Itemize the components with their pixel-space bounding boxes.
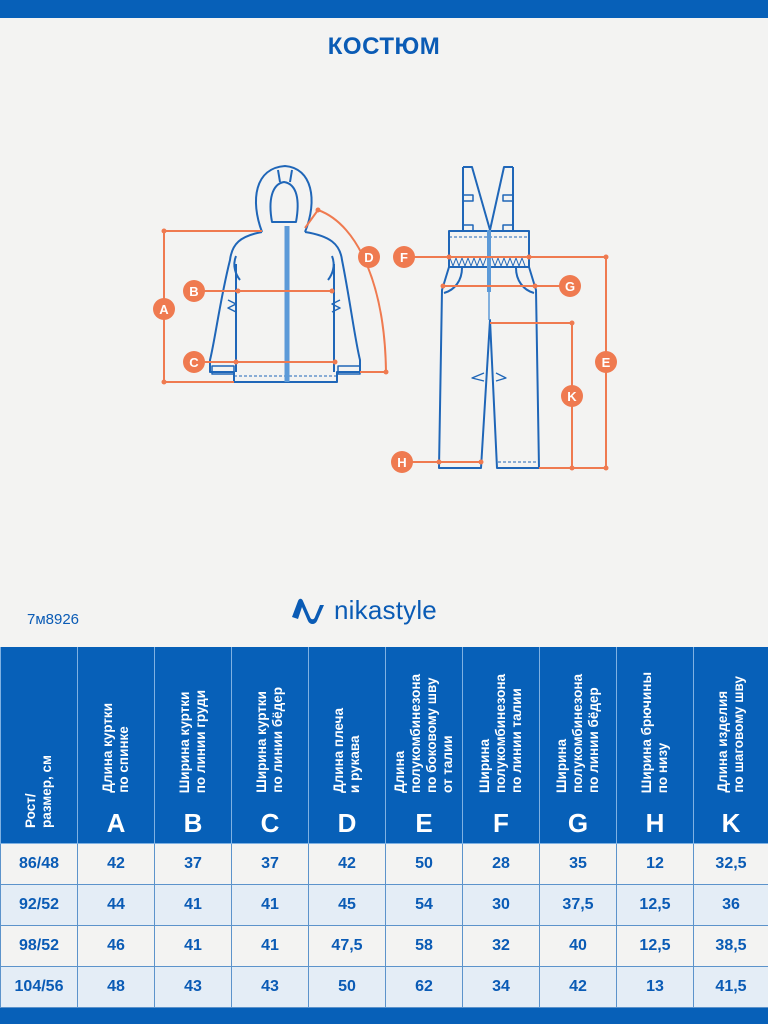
value-cell: 32,5 bbox=[693, 842, 768, 885]
svg-text:H: H bbox=[397, 455, 406, 470]
value-cell: 46 bbox=[77, 924, 155, 967]
value-cell: 41 bbox=[154, 883, 232, 926]
nikastyle-logo-icon bbox=[292, 598, 324, 624]
value-cell: 42 bbox=[539, 965, 617, 1008]
value-cell: 12,5 bbox=[616, 924, 694, 967]
size-cell: 92/52 bbox=[0, 883, 78, 926]
svg-text:D: D bbox=[364, 250, 373, 265]
value-cell: 43 bbox=[231, 965, 309, 1008]
value-cell: 58 bbox=[385, 924, 463, 967]
value-cell: 40 bbox=[539, 924, 617, 967]
value-cell: 45 bbox=[308, 883, 386, 926]
size-cell: 86/48 bbox=[0, 842, 78, 885]
page-title: КОСТЮМ bbox=[327, 33, 441, 60]
value-cell: 35 bbox=[539, 842, 617, 885]
size-diagram: A B C D F G E K H bbox=[153, 165, 617, 473]
col-header-a: Длина куртки по спинке A bbox=[77, 647, 155, 844]
value-cell: 41 bbox=[231, 924, 309, 967]
article-number: 7м8926 bbox=[27, 611, 80, 628]
col-header-d: Длина плеча и рукава D bbox=[308, 647, 386, 844]
marker-G: G bbox=[559, 275, 581, 297]
col-header-f: Ширина полукомбинезона по линии талии F bbox=[462, 647, 540, 844]
value-cell: 38,5 bbox=[693, 924, 768, 967]
marker-D: D bbox=[358, 246, 380, 268]
marker-A: A bbox=[153, 298, 175, 320]
value-cell: 42 bbox=[308, 842, 386, 885]
value-cell: 41 bbox=[231, 883, 309, 926]
value-cell: 41 bbox=[154, 924, 232, 967]
value-cell: 37,5 bbox=[539, 883, 617, 926]
value-cell: 50 bbox=[308, 965, 386, 1008]
value-cell: 48 bbox=[77, 965, 155, 1008]
size-cell: 98/52 bbox=[0, 924, 78, 967]
jacket-hood bbox=[255, 165, 313, 233]
svg-text:F: F bbox=[400, 250, 408, 265]
brand-name: nikastyle bbox=[334, 594, 437, 625]
col-header-b: Ширина куртки по линии груди B bbox=[154, 647, 232, 844]
value-cell: 62 bbox=[385, 965, 463, 1008]
value-cell: 12 bbox=[616, 842, 694, 885]
svg-text:G: G bbox=[565, 279, 575, 294]
marker-F: F bbox=[393, 246, 415, 268]
svg-text:K: K bbox=[567, 389, 577, 404]
col-header-k: Длина изделия по шаговому шву K bbox=[693, 647, 768, 844]
value-cell: 44 bbox=[77, 883, 155, 926]
size-cell: 104/56 bbox=[0, 965, 78, 1008]
col-header-c: Ширина куртки по линии бёдер C bbox=[231, 647, 309, 844]
value-cell: 30 bbox=[462, 883, 540, 926]
top-banner-bar bbox=[0, 0, 768, 18]
marker-B: B bbox=[183, 280, 205, 302]
value-cell: 37 bbox=[154, 842, 232, 885]
col-header-g: Ширина полукомбинезона по линии бёдер G bbox=[539, 647, 617, 844]
value-cell: 43 bbox=[154, 965, 232, 1008]
table-row: 98/52 46 41 41 47,5 58 32 40 12,5 38,5 bbox=[0, 924, 768, 967]
value-cell: 50 bbox=[385, 842, 463, 885]
value-cell: 37 bbox=[231, 842, 309, 885]
table-row: 104/56 48 43 43 50 62 34 42 13 41,5 bbox=[0, 965, 768, 1008]
col-header-size: Рост/ размер, см bbox=[0, 647, 78, 844]
value-cell: 36 bbox=[693, 883, 768, 926]
brand-logo: nikastyle bbox=[290, 590, 437, 630]
svg-text:B: B bbox=[189, 284, 198, 299]
value-cell: 34 bbox=[462, 965, 540, 1008]
size-table: Рост/ размер, см Длина куртки по спинке … bbox=[0, 647, 768, 1008]
col-header-e: Длина полукомбинезона по боковому шву от… bbox=[385, 647, 463, 844]
marker-C: C bbox=[183, 351, 205, 373]
bottom-banner-bar bbox=[0, 1008, 768, 1024]
col-header-h: Ширина брючины по низу H bbox=[616, 647, 694, 844]
value-cell: 42 bbox=[77, 842, 155, 885]
value-cell: 28 bbox=[462, 842, 540, 885]
table-header-row: Рост/ размер, см Длина куртки по спинке … bbox=[0, 647, 768, 844]
table-row: 92/52 44 41 41 45 54 30 37,5 12,5 36 bbox=[0, 883, 768, 926]
marker-K: K bbox=[561, 385, 583, 407]
table-row: 86/48 42 37 37 42 50 28 35 12 32,5 bbox=[0, 842, 768, 885]
value-cell: 41,5 bbox=[693, 965, 768, 1008]
value-cell: 47,5 bbox=[308, 924, 386, 967]
marker-E: E bbox=[595, 351, 617, 373]
value-cell: 32 bbox=[462, 924, 540, 967]
value-cell: 12,5 bbox=[616, 883, 694, 926]
svg-text:E: E bbox=[602, 355, 611, 370]
value-cell: 54 bbox=[385, 883, 463, 926]
marker-H: H bbox=[391, 451, 413, 473]
svg-text:C: C bbox=[189, 355, 199, 370]
svg-text:A: A bbox=[159, 302, 169, 317]
value-cell: 13 bbox=[616, 965, 694, 1008]
